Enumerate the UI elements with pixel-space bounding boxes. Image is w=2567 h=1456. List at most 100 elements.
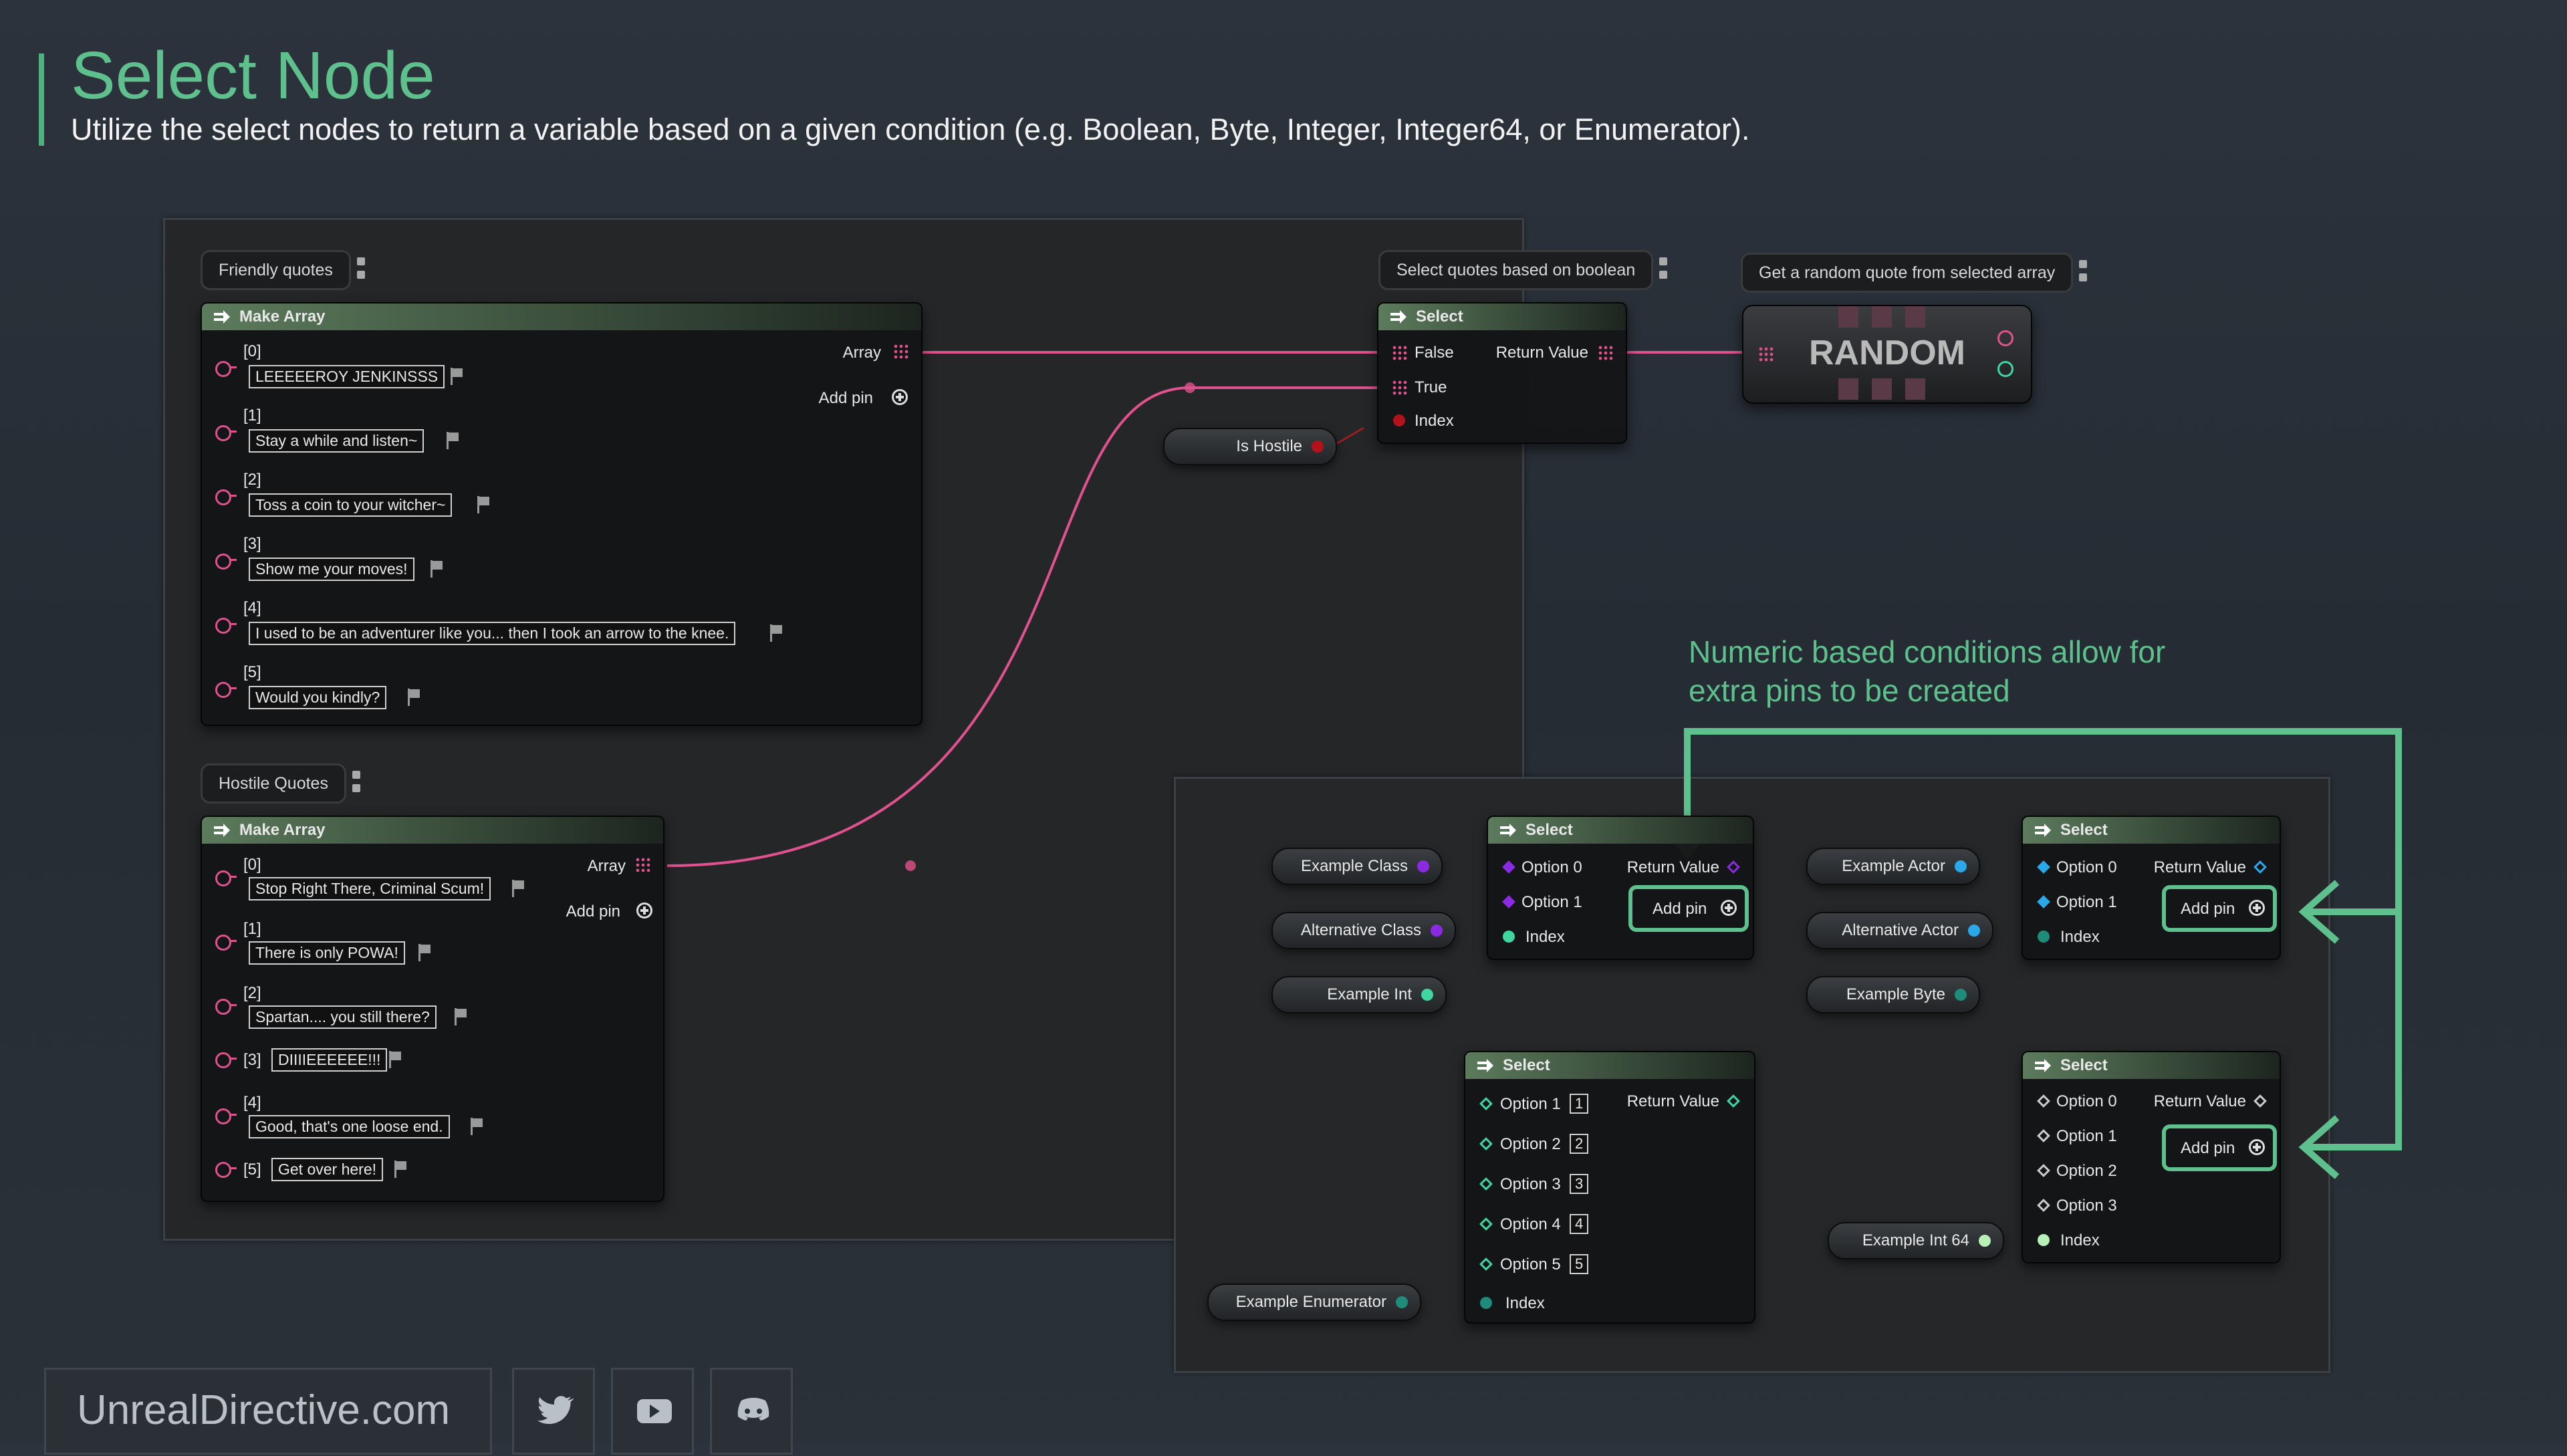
example-class-variable[interactable]: Example Class	[1271, 848, 1443, 885]
option2-value[interactable]: 2	[1570, 1134, 1589, 1154]
comment-friendly-quotes[interactable]: Friendly quotes	[201, 250, 365, 290]
item-text-1[interactable]: Stay a while and listen~	[249, 429, 424, 453]
flag-icon[interactable]	[445, 432, 460, 449]
discord-button[interactable]	[710, 1368, 793, 1455]
twitter-button[interactable]	[512, 1368, 595, 1455]
youtube-button[interactable]	[611, 1368, 694, 1455]
pin-icon[interactable]	[2078, 256, 2088, 285]
int64-pin[interactable]	[1979, 1235, 1991, 1247]
option4-value[interactable]: 4	[1570, 1214, 1589, 1234]
flag-icon[interactable]	[429, 560, 444, 578]
add-pin-icon[interactable]	[2249, 1139, 2265, 1155]
option5-value[interactable]: 5	[1570, 1254, 1589, 1274]
index-pin[interactable]	[1393, 414, 1405, 427]
random-array-node[interactable]: RANDOM	[1742, 305, 2032, 404]
alternative-class-variable[interactable]: Alternative Class	[1271, 912, 1456, 949]
index-pin[interactable]	[2038, 1234, 2050, 1246]
pin-icon[interactable]	[356, 253, 366, 283]
return-value-pin[interactable]	[1598, 345, 1614, 361]
select-int64-node[interactable]: Select Option 0 Option 1 Option 2 Option…	[2022, 1051, 2281, 1263]
add-pin-icon[interactable]	[892, 389, 908, 405]
option1-pin[interactable]	[2037, 895, 2050, 908]
flag-icon[interactable]	[476, 496, 491, 513]
make-array-friendly-node[interactable]: Make Array Array Add pin [0] LEEEEEROY J…	[201, 302, 923, 726]
option0-pin[interactable]	[2037, 1094, 2050, 1108]
actor-pin[interactable]	[1968, 925, 1980, 937]
true-pin[interactable]	[1392, 380, 1408, 396]
add-pin-icon[interactable]	[636, 902, 652, 919]
item-pin-2[interactable]	[215, 489, 237, 505]
item-pin-0[interactable]	[215, 870, 237, 886]
item-text-0[interactable]: LEEEEEROY JENKINSSS	[249, 365, 445, 388]
option1-pin[interactable]	[2037, 1129, 2050, 1142]
item-pin-4[interactable]	[215, 1108, 237, 1124]
option1-pin[interactable]	[1479, 1097, 1493, 1110]
example-byte-variable[interactable]: Example Byte	[1806, 976, 1980, 1013]
flag-icon[interactable]	[453, 1008, 468, 1025]
site-link[interactable]: UnrealDirective.com	[44, 1368, 492, 1455]
flag-icon[interactable]	[449, 368, 464, 385]
example-int64-variable[interactable]: Example Int 64	[1828, 1222, 2004, 1259]
enum-pin[interactable]	[1396, 1296, 1408, 1308]
output-pin-array[interactable]	[1997, 330, 2013, 346]
option5-pin[interactable]	[1479, 1257, 1493, 1271]
item-text-3[interactable]: Show me your moves!	[249, 558, 414, 581]
item-text-2[interactable]: Spartan.... you still there?	[249, 1005, 437, 1029]
item-pin-1[interactable]	[215, 425, 237, 441]
option2-pin[interactable]	[2037, 1164, 2050, 1177]
int-pin[interactable]	[1421, 989, 1433, 1001]
class-pin[interactable]	[1417, 860, 1429, 872]
item-text-4[interactable]: Good, that's one loose end.	[249, 1115, 450, 1138]
return-value-pin[interactable]	[2253, 1094, 2267, 1108]
pin-icon[interactable]	[1658, 253, 1669, 283]
item-text-4[interactable]: I used to be an adventurer like you... t…	[249, 622, 736, 645]
output-pin-int[interactable]	[1997, 361, 2013, 377]
item-text-3[interactable]: DIIIIEEEEEE!!!	[271, 1048, 388, 1072]
index-pin[interactable]	[1480, 1297, 1492, 1309]
comment-hostile-quotes[interactable]: Hostile Quotes	[201, 763, 360, 804]
option0-pin[interactable]	[2037, 860, 2050, 874]
add-pin-icon[interactable]	[2249, 900, 2265, 916]
flag-icon[interactable]	[469, 1118, 484, 1135]
select-bool-node[interactable]: Select False True Index Return Value	[1377, 302, 1627, 444]
array-output-pin[interactable]	[635, 857, 651, 873]
option3-value[interactable]: 3	[1570, 1174, 1589, 1194]
option3-pin[interactable]	[1479, 1177, 1493, 1191]
byte-pin[interactable]	[1955, 989, 1967, 1001]
select-actor-node[interactable]: Select Option 0 Option 1 Index Return Va…	[2022, 816, 2281, 960]
item-pin-1[interactable]	[215, 935, 237, 951]
comment-random-quote[interactable]: Get a random quote from selected array	[1741, 253, 2088, 293]
index-pin[interactable]	[1503, 931, 1515, 943]
add-pin-button[interactable]: Add pin	[2181, 900, 2235, 918]
flag-icon[interactable]	[417, 944, 432, 961]
example-actor-variable[interactable]: Example Actor	[1806, 848, 1980, 885]
item-text-1[interactable]: There is only POWA!	[249, 941, 405, 965]
item-pin-3[interactable]	[215, 554, 237, 570]
item-pin-5[interactable]	[215, 1162, 237, 1178]
option4-pin[interactable]	[1479, 1217, 1493, 1231]
class-pin[interactable]	[1431, 925, 1443, 937]
array-input-pin[interactable]	[1758, 346, 1774, 362]
make-array-hostile-node[interactable]: Make Array Array Add pin [0] Stop Right …	[201, 816, 664, 1202]
return-value-pin[interactable]	[1727, 860, 1740, 874]
comment-select-bool[interactable]: Select quotes based on boolean	[1378, 250, 1668, 290]
actor-pin[interactable]	[1955, 860, 1967, 872]
add-pin-button[interactable]: Add pin	[818, 389, 873, 407]
item-text-5[interactable]: Would you kindly?	[249, 686, 387, 709]
bool-pin[interactable]	[1312, 441, 1324, 453]
option0-pin[interactable]	[1502, 860, 1515, 874]
item-text-5[interactable]: Get over here!	[271, 1158, 384, 1181]
option2-pin[interactable]	[1479, 1137, 1493, 1150]
add-pin-highlight[interactable]	[2162, 885, 2277, 932]
item-pin-3[interactable]	[215, 1052, 237, 1068]
option1-pin[interactable]	[1502, 895, 1515, 908]
flag-icon[interactable]	[406, 689, 421, 706]
add-pin-highlight[interactable]	[1628, 885, 1749, 932]
is-hostile-variable[interactable]: Is Hostile	[1163, 428, 1337, 465]
item-pin-0[interactable]	[215, 361, 237, 377]
example-int-variable[interactable]: Example Int	[1271, 976, 1447, 1013]
flag-icon[interactable]	[393, 1161, 408, 1178]
pin-icon[interactable]	[351, 767, 362, 796]
add-pin-button[interactable]: Add pin	[566, 902, 620, 921]
alternative-actor-variable[interactable]: Alternative Actor	[1806, 912, 1993, 949]
